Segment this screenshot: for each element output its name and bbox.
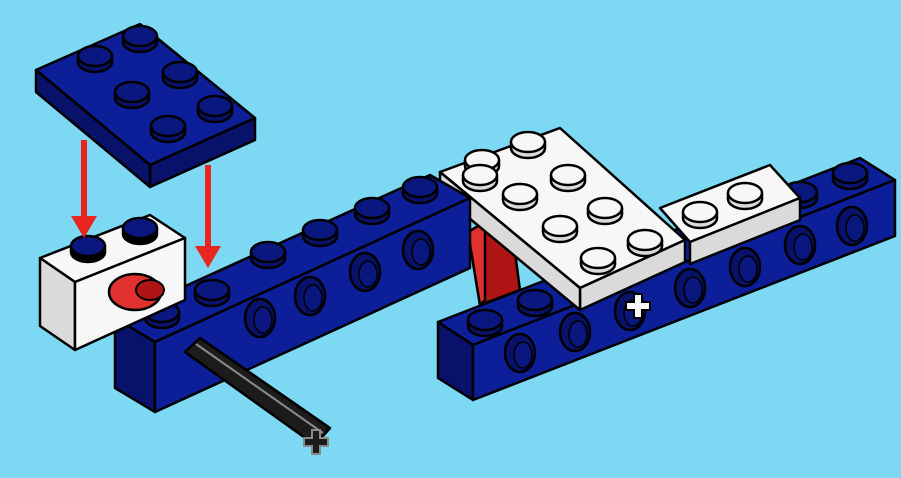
stud-top — [463, 165, 497, 185]
stud-top — [123, 26, 157, 46]
hole-inner — [794, 234, 812, 260]
plate-stud — [503, 184, 537, 210]
plate-stud — [581, 248, 615, 274]
brick-stud — [123, 218, 157, 244]
plate-stud — [463, 165, 497, 191]
stud-top — [403, 177, 437, 197]
stud-top — [551, 165, 585, 185]
beam-hole — [560, 313, 590, 351]
plate-stud — [198, 96, 232, 122]
stud-top — [468, 310, 502, 330]
stud-top — [303, 220, 337, 240]
stud-top — [78, 46, 112, 66]
beam-hole — [785, 226, 815, 264]
beam-hole — [350, 253, 380, 291]
stud-top — [511, 132, 545, 152]
stud-top — [543, 216, 577, 236]
plate-stud — [163, 62, 197, 88]
stud-top — [115, 82, 149, 102]
stud-top — [163, 62, 197, 82]
stud-top — [588, 198, 622, 218]
hole-inner — [684, 277, 702, 303]
stud-top — [683, 202, 717, 222]
stud-top — [833, 163, 867, 183]
hole-inner — [304, 285, 322, 311]
arrow-shaft — [205, 165, 211, 250]
stud-top — [518, 290, 552, 310]
peg-shaft — [136, 280, 164, 300]
beam-hole — [730, 248, 760, 286]
hole-inner — [514, 342, 532, 368]
stud-top — [628, 230, 662, 250]
plate-stud — [728, 183, 762, 209]
hole-inner — [359, 261, 377, 287]
plate-stud — [151, 116, 185, 142]
plate-stud — [543, 216, 577, 242]
stud-top — [198, 96, 232, 116]
stud-top — [195, 280, 229, 300]
stud-top — [71, 236, 105, 256]
beam-hole — [295, 277, 325, 315]
plate-stud — [628, 230, 662, 256]
stud-top — [581, 248, 615, 268]
beam-stud — [833, 163, 867, 189]
beam-stud — [355, 198, 389, 224]
hole-inner — [412, 239, 430, 265]
beam-stud — [251, 242, 285, 268]
stud-top — [151, 116, 185, 136]
stud-top — [123, 218, 157, 238]
hole-inner — [739, 256, 757, 282]
beam-stud — [468, 310, 502, 336]
stud-top — [728, 183, 762, 203]
plate-stud — [123, 26, 157, 52]
beam-stud — [403, 177, 437, 203]
beam-stud — [518, 290, 552, 316]
beam-hole — [837, 207, 867, 245]
brick-stud — [71, 236, 105, 262]
beam-hole — [403, 231, 433, 269]
plate-stud — [683, 202, 717, 228]
plate-stud — [511, 132, 545, 158]
plate-stud — [551, 165, 585, 191]
stud-top — [355, 198, 389, 218]
arrow-shaft — [81, 140, 87, 220]
hole-inner — [569, 321, 587, 347]
hole-inner — [846, 215, 864, 241]
plate-stud — [78, 46, 112, 72]
stud-top — [251, 242, 285, 262]
plate-stud — [115, 82, 149, 108]
beam-stud — [195, 280, 229, 306]
beam-hole — [245, 299, 275, 337]
hole-inner — [254, 307, 272, 333]
beam-stud — [303, 220, 337, 246]
stud-top — [503, 184, 537, 204]
beam-hole — [675, 269, 705, 307]
plate-stud — [588, 198, 622, 224]
beam-hole — [505, 334, 535, 372]
